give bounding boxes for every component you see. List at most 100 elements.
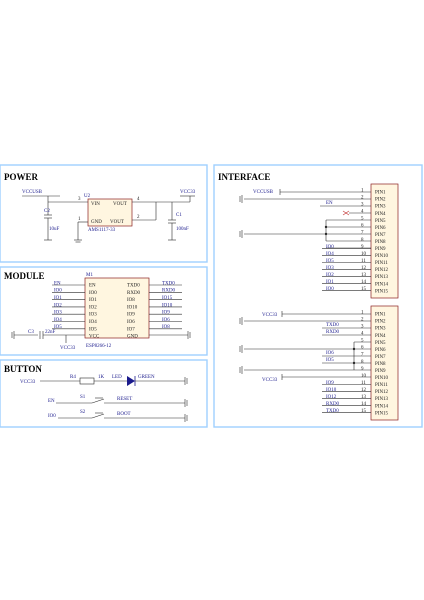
module-vcc33: VCC33 — [60, 346, 76, 351]
m1-right-pin-7: GND — [127, 335, 138, 340]
r4-ref: R4 — [70, 375, 76, 380]
j1-pins-num-7: 8 — [361, 238, 364, 243]
j2-pins-num-5: 6 — [361, 346, 364, 351]
s1-net: EN — [48, 399, 55, 404]
c2-value: 10uF — [49, 227, 60, 232]
j2-pins-num-6: 7 — [361, 353, 364, 358]
j2-io6: IO6 — [326, 351, 334, 356]
m1-left-net-3: IO2 — [54, 303, 62, 308]
j2-pins-pin-1: PIN2 — [375, 320, 386, 325]
m1-left-pin-1: IO0 — [89, 291, 97, 296]
m1-right-net-6: IO8 — [162, 325, 170, 330]
j1-pins-pin-6: PIN7 — [375, 233, 386, 238]
m1-right-pin-3: IO10 — [127, 305, 138, 310]
led-diode-icon — [127, 376, 135, 386]
j2-pins-num-3: 4 — [361, 332, 364, 337]
m1-left-pin-4: IO3 — [89, 313, 97, 318]
button-heading: BUTTON — [4, 364, 42, 374]
u2-pin3: 3 — [78, 197, 81, 202]
j1-io-net-1: IO4 — [326, 252, 334, 257]
j1-pins-pin-0: PIN1 — [375, 191, 386, 196]
j1-pins-pin-10: PIN11 — [375, 261, 388, 266]
module-panel: MODULE M1 ESP8266-12 ENENIO0IO0IO1IO1IO2… — [0, 266, 208, 356]
j2-pins-num-9: 10 — [361, 374, 367, 379]
j2-pins-num-1: 2 — [361, 317, 364, 322]
j1-pins-num-10: 11 — [361, 259, 366, 264]
m1-left-net-2: IO1 — [54, 296, 62, 301]
vcc33-label: VCC33 — [180, 190, 196, 195]
m1-left-pin-7: VCC — [89, 335, 100, 340]
j2-pins-num-7: 8 — [361, 360, 364, 365]
j1-io-net-0: IO0 — [326, 245, 334, 250]
u2-pin4: 4 — [137, 197, 140, 202]
c2-ref: C2 — [44, 209, 50, 214]
m1-esp-module — [84, 277, 150, 339]
m1-left-net-0: EN — [54, 281, 61, 286]
j1-pins-pin-12: PIN13 — [375, 275, 389, 280]
j2-low-net-0: IO9 — [326, 381, 334, 386]
j2-pins-pin-11: PIN12 — [375, 390, 389, 395]
j2-pins-pin-14: PIN15 — [375, 411, 389, 416]
m1-right-net-3: IO10 — [162, 303, 173, 308]
j1-pins-pin-8: PIN9 — [375, 247, 386, 252]
m1-right-net-0: TXD0 — [162, 281, 175, 286]
j2-vcc33: VCC33 — [262, 313, 278, 318]
m1-right-pin-2: IO8 — [127, 298, 135, 303]
j2-pins-pin-12: PIN13 — [375, 397, 389, 402]
j2-pins-pin-4: PIN5 — [375, 341, 386, 346]
j1-pins-pin-13: PIN14 — [375, 282, 389, 287]
j1-pins-pin-11: PIN12 — [375, 268, 389, 273]
j2-pins-num-4: 5 — [361, 339, 364, 344]
u2-gnd: GND — [91, 220, 102, 225]
m1-right-net-4: IO9 — [162, 311, 170, 316]
c1-value: 100nF — [176, 227, 189, 232]
j1-pins-num-8: 9 — [361, 245, 364, 250]
m1-right-pin-1: RXD0 — [127, 291, 141, 296]
m1-right-net-1: RXD0 — [162, 289, 176, 294]
r4-value: 1K — [98, 375, 105, 380]
c3-ref: C3 — [28, 330, 34, 335]
interface-heading: INTERFACE — [218, 172, 270, 182]
button-panel: BUTTON VCC33 R4 1K LED GREEN EN S1 RESET… — [0, 359, 208, 428]
j2-low-net-2: IO12 — [326, 395, 337, 400]
button-panel-frame — [0, 359, 208, 428]
vccusb-label: VCCUSB — [22, 190, 43, 195]
s2-ref: S2 — [80, 410, 86, 415]
led-ref: LED — [112, 375, 122, 380]
j1-pins-pin-5: PIN6 — [375, 226, 386, 231]
s2-net: IO0 — [48, 414, 56, 419]
u2-regulator — [87, 198, 133, 227]
button-vcc33: VCC33 — [20, 380, 36, 385]
led-color: GREEN — [138, 375, 155, 380]
j2-pins-pin-0: PIN1 — [375, 313, 386, 318]
j1-io-net-5: IO1 — [326, 280, 334, 285]
j2-low-net-4: TXD0 — [326, 409, 339, 414]
j1-pins-num-3: 4 — [361, 210, 364, 215]
c3-value: 22nF — [45, 330, 56, 335]
j1-pins-pin-4: PIN5 — [375, 219, 386, 224]
j2-pins-pin-7: PIN8 — [375, 362, 386, 367]
interface-panel: INTERFACE J1 PIN11PIN22PIN33PIN44PIN55PI… — [213, 164, 423, 428]
j2-pins-num-11: 12 — [361, 388, 367, 393]
j1-pins-pin-14: PIN15 — [375, 289, 389, 294]
u2-vin: VIN — [91, 202, 100, 207]
m1-right-pin-4: IO9 — [127, 313, 135, 318]
j1-pins-num-12: 13 — [361, 273, 367, 278]
j1-pins-num-5: 6 — [361, 224, 364, 229]
m1-left-net-1: IO0 — [54, 289, 62, 294]
c1-ref: C1 — [176, 213, 182, 218]
j1-en: EN — [326, 201, 333, 206]
s2-label: BOOT — [117, 412, 131, 417]
j1-io-net-6: IO0 — [326, 287, 334, 292]
j1-vccusb: VCCUSB — [253, 190, 274, 195]
j1-pins-num-13: 14 — [361, 280, 367, 285]
module-heading: MODULE — [4, 271, 45, 281]
m1-left-pin-2: IO1 — [89, 298, 97, 303]
j2-pins-pin-3: PIN4 — [375, 334, 386, 339]
m1-left-pin-5: IO4 — [89, 320, 97, 325]
m1-right-pin-0: TXD0 — [127, 284, 140, 289]
j2-pins-pin-5: PIN6 — [375, 348, 386, 353]
j1-pins-pin-7: PIN8 — [375, 240, 386, 245]
j1-pins-num-14: 15 — [361, 287, 367, 292]
